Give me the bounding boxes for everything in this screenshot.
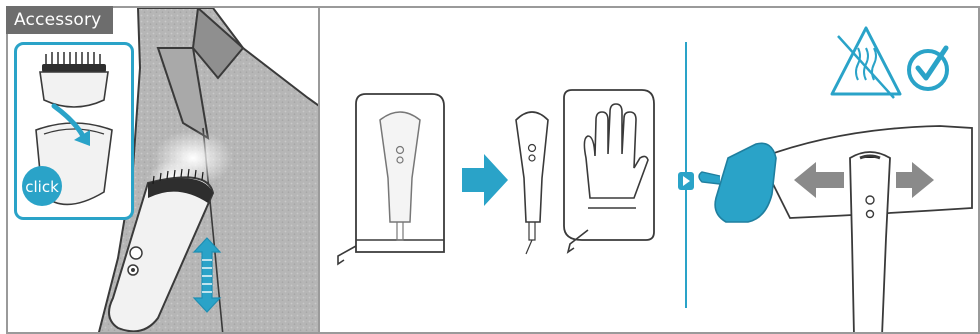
gloved-hand-steaming-sleeve <box>699 126 972 334</box>
accessory-panel: click <box>6 6 320 334</box>
steamer-in-pouch <box>338 94 444 264</box>
storage-illustration <box>320 8 980 334</box>
check-circle-icon <box>909 48 947 89</box>
hand-in-glove <box>564 90 654 252</box>
brush-attach-inset: click <box>14 42 134 220</box>
no-hot-surface-icon <box>832 28 900 98</box>
arrow-right-icon <box>462 154 508 206</box>
click-label: click <box>25 178 59 196</box>
storage-and-use-panel <box>318 6 980 334</box>
section-tag: Accessory <box>6 6 113 34</box>
steamer-standalone <box>516 112 548 254</box>
